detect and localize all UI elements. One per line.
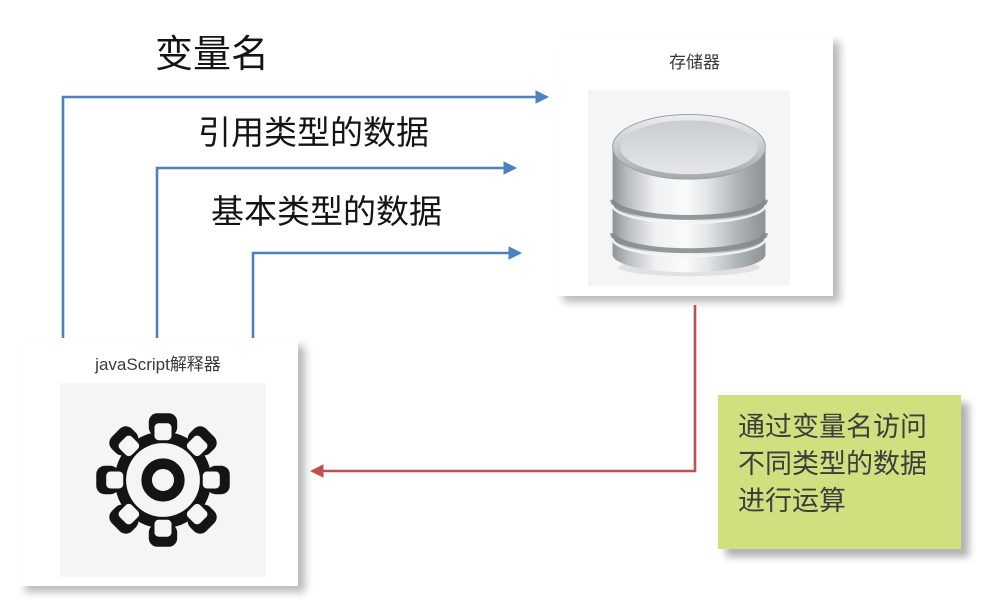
- interpreter-title: javaScript解释器: [95, 355, 221, 374]
- storage-image-plate: [588, 90, 790, 286]
- note-line: 进行运算: [738, 486, 846, 516]
- note-line: 不同类型的数据: [738, 449, 927, 479]
- arrow-reference-type-data: [155, 161, 518, 338]
- arrow-primitive-type-data: [251, 246, 523, 338]
- gear-icon: [96, 413, 230, 547]
- note-callout: 通过变量名访问 不同类型的数据 进行运算: [718, 395, 961, 549]
- interpreter-image-plate: [60, 383, 266, 577]
- label-primitive-type-data: 基本类型的数据: [211, 195, 442, 231]
- database-icon: [610, 114, 768, 277]
- interpreter-box: javaScript解释器: [18, 340, 298, 586]
- note-line: 通过变量名访问: [738, 412, 927, 442]
- storage-title: 存储器: [669, 53, 720, 72]
- label-variable-name: 变量名: [155, 34, 270, 76]
- storage-box: 存储器: [556, 36, 833, 296]
- label-reference-type-data: 引用类型的数据: [198, 116, 429, 152]
- arrow-access-data: [309, 305, 697, 478]
